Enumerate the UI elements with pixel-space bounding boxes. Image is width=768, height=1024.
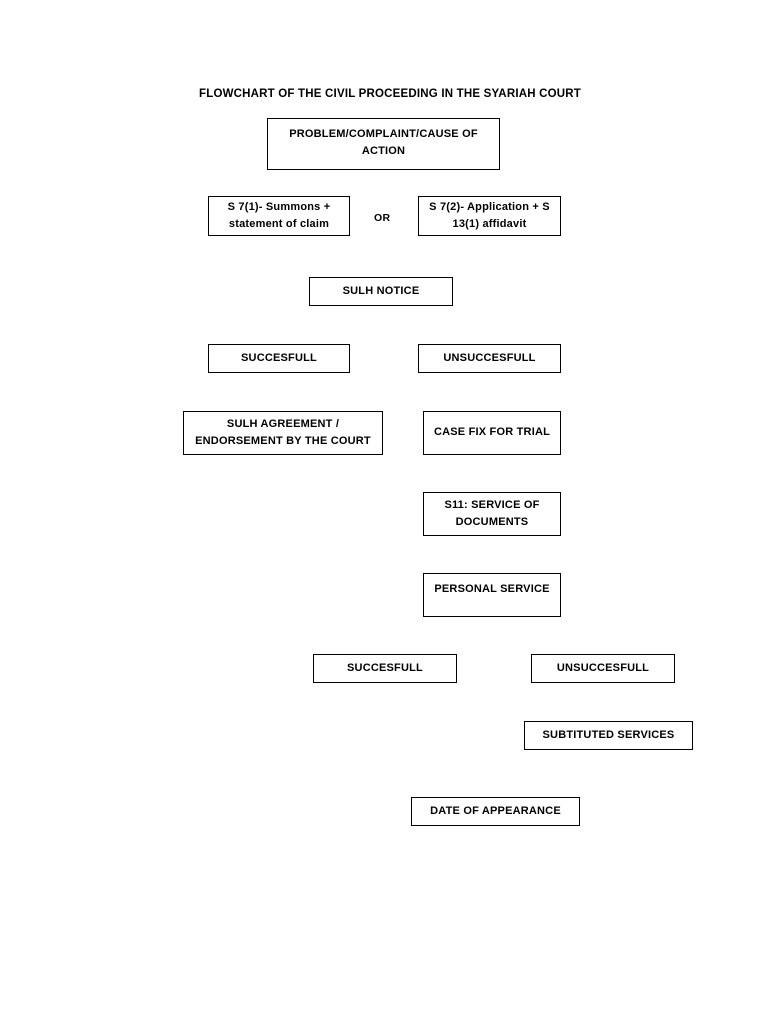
page-title: FLOWCHART OF THE CIVIL PROCEEDING IN THE… xyxy=(199,88,582,100)
node-date-of-appearance: DATE OF APPEARANCE xyxy=(411,797,580,826)
node-label: PERSONAL SERVICE xyxy=(434,583,550,595)
node-label: S11: SERVICE OF DOCUMENTS xyxy=(444,498,540,528)
node-label: DATE OF APPEARANCE xyxy=(430,804,561,817)
node-summons-statement-of-claim: S 7(1)- Summons + statement of claim xyxy=(208,196,350,236)
node-service-unsuccesfull: UNSUCCESFULL xyxy=(531,654,675,683)
connector-label-or: OR xyxy=(374,212,391,224)
node-label: SULH AGREEMENT / ENDORSEMENT BY THE COUR… xyxy=(195,417,371,447)
node-label: PROBLEM/COMPLAINT/CAUSE OF ACTION xyxy=(289,128,478,158)
node-problem-complaint-cause-of-action: PROBLEM/COMPLAINT/CAUSE OF ACTION xyxy=(267,118,500,170)
node-label: UNSUCCESFULL xyxy=(556,661,650,674)
node-label: SULH NOTICE xyxy=(342,284,420,297)
node-label: SUBTITUTED SERVICES xyxy=(542,728,675,741)
node-label: UNSUCCESFULL xyxy=(443,351,536,364)
node-subtituted-services: SUBTITUTED SERVICES xyxy=(524,721,693,750)
node-service-succesfull: SUCCESFULL xyxy=(313,654,457,683)
node-label: CASE FIX FOR TRIAL xyxy=(433,426,551,439)
node-label: S 7(1)- Summons + statement of claim xyxy=(227,200,331,230)
node-case-fix-for-trial: CASE FIX FOR TRIAL xyxy=(423,411,561,455)
node-label: SUCCESFULL xyxy=(347,661,423,674)
node-application-affidavit: S 7(2)- Application + S 13(1) affidavit xyxy=(418,196,561,236)
node-sulh-agreement-endorsement: SULH AGREEMENT / ENDORSEMENT BY THE COUR… xyxy=(183,411,383,455)
node-sulh-unsuccesfull: UNSUCCESFULL xyxy=(418,344,561,373)
node-personal-service: PERSONAL SERVICE xyxy=(423,573,561,617)
node-s11-service-of-documents: S11: SERVICE OF DOCUMENTS xyxy=(423,492,561,536)
node-label: S 7(2)- Application + S 13(1) affidavit xyxy=(429,200,550,230)
node-sulh-notice: SULH NOTICE xyxy=(309,277,453,306)
node-sulh-succesfull: SUCCESFULL xyxy=(208,344,350,373)
node-label: SUCCESFULL xyxy=(241,351,317,364)
